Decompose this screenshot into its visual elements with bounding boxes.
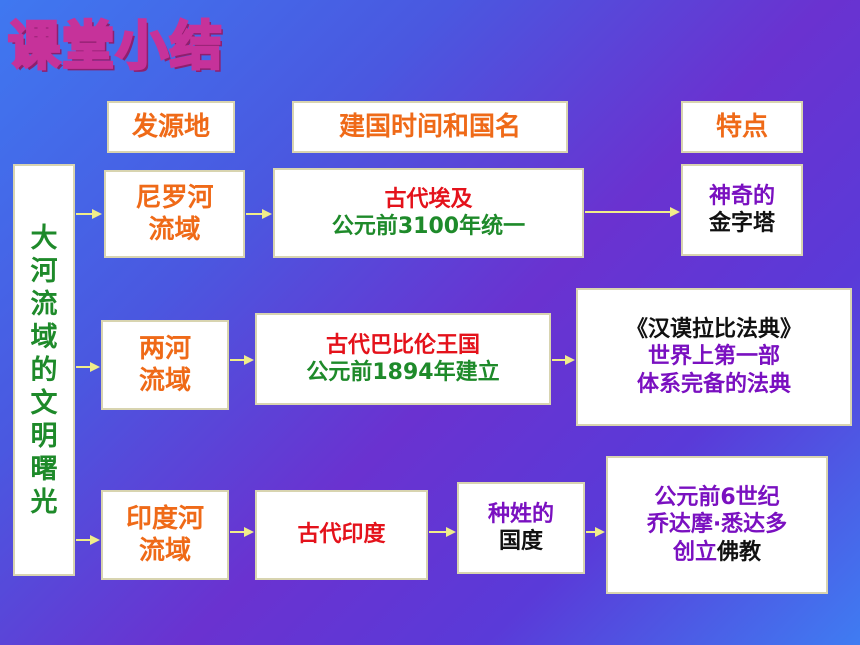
origin-line: 印度河: [125, 503, 204, 534]
feature-buddhism: 公元前6世纪 乔达摩·悉达多 创立佛教: [606, 456, 828, 594]
vertical-char: 文: [30, 387, 58, 419]
middle-caste: 种姓的 国度: [457, 482, 585, 574]
vertical-char: 明: [30, 420, 58, 452]
origin-two-rivers: 两河 流域: [101, 320, 229, 410]
country-india: 古代印度: [255, 490, 428, 580]
origin-indus: 印度河 流域: [101, 490, 229, 580]
feature-line: 公元前6世纪: [654, 484, 780, 510]
vertical-char: 光: [30, 486, 58, 518]
header-feature: 特点: [681, 101, 803, 153]
page-title: 课堂小结: [6, 16, 225, 79]
country-egypt: 古代埃及 公元前3100年统一: [273, 168, 584, 258]
country-name: 古代巴比伦王国: [325, 332, 480, 358]
feature-fragment: 创立: [672, 539, 717, 565]
country-name: 古代埃及: [384, 186, 473, 212]
feature-line: 世界上第一部: [647, 344, 780, 370]
country-babylon: 古代巴比伦王国 公元前1894年建立: [255, 313, 551, 405]
origin-line: 两河: [138, 333, 191, 364]
middle-line: 国度: [498, 529, 543, 554]
feature-line: 乔达摩·悉达多: [646, 512, 788, 538]
origin-line: 流域: [148, 215, 201, 245]
vertical-char: 流: [30, 288, 58, 320]
vertical-label-river-civilization: 大 河 流 域 的 文 明 曙 光: [13, 164, 75, 576]
origin-line: 流域: [138, 366, 191, 396]
feature-line: 《汉谟拉比法典》: [625, 316, 802, 342]
country-date: 公元前3100年统一: [331, 214, 526, 239]
feature-line: 神奇的: [708, 183, 775, 209]
feature-pyramids: 神奇的 金字塔: [681, 164, 803, 256]
header-origin: 发源地: [107, 101, 235, 153]
feature-hammurabi-code: 《汉谟拉比法典》 世界上第一部 体系完备的法典: [576, 288, 852, 426]
vertical-char: 曙: [30, 453, 58, 485]
feature-line: 金字塔: [708, 211, 775, 236]
feature-fragment: 佛教: [717, 539, 762, 565]
vertical-char: 域: [30, 321, 58, 353]
feature-line: 创立佛教: [673, 539, 761, 567]
origin-nile: 尼罗河 流域: [104, 170, 245, 258]
vertical-char: 河: [30, 255, 58, 287]
header-founding: 建国时间和国名: [292, 101, 568, 153]
feature-line: 体系完备的法典: [636, 371, 791, 397]
middle-line: 种姓的: [487, 501, 554, 527]
vertical-char: 大: [30, 222, 58, 254]
vertical-char: 的: [30, 354, 58, 386]
country-name: 古代印度: [297, 522, 386, 548]
origin-line: 尼罗河: [135, 182, 214, 213]
country-date: 公元前1894年建立: [306, 360, 500, 385]
origin-line: 流域: [138, 536, 191, 566]
